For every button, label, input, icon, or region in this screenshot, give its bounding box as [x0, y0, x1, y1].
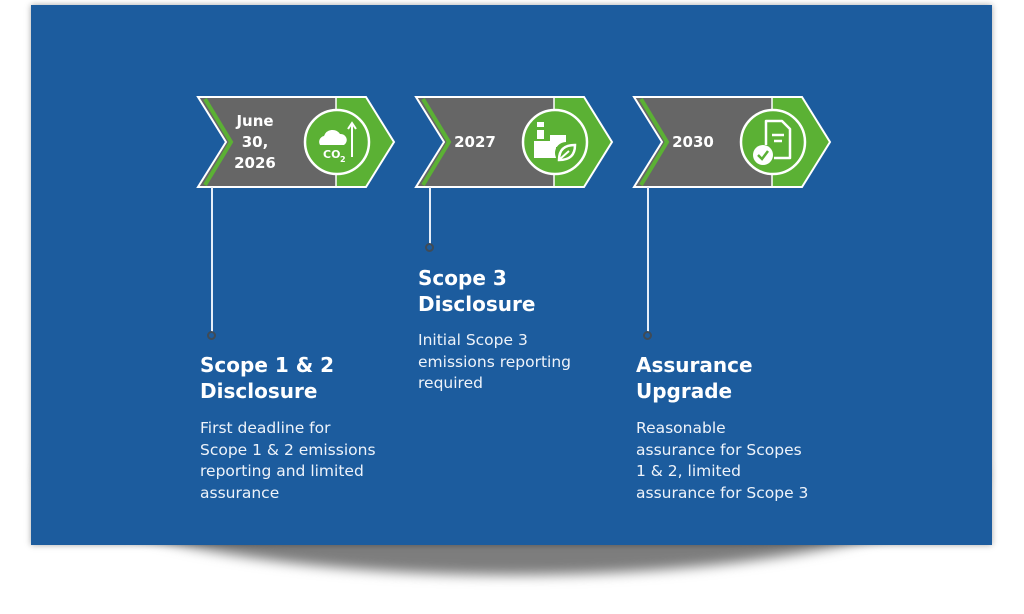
connector-dot — [643, 331, 652, 340]
desc-line: 1 & 2, limited — [636, 462, 741, 480]
date-line: 2027 — [454, 132, 496, 151]
desc-line: required — [418, 374, 483, 392]
co2-emissions-rising-icon: CO 2 — [303, 108, 371, 176]
milestone-date: 2027 — [435, 96, 515, 188]
milestone-title: Scope 3 Disclosure — [418, 265, 638, 317]
connector-line — [647, 187, 649, 333]
timeline-panel — [31, 5, 992, 545]
desc-line: emissions reporting — [418, 352, 572, 371]
connector-dot — [425, 243, 434, 252]
date-line: 2026 — [234, 153, 276, 172]
milestone-description: Reasonable assurance for Scopes 1 & 2, l… — [636, 418, 856, 504]
title-line: Disclosure — [418, 292, 536, 316]
milestone-title: Scope 1 & 2 Disclosure — [200, 352, 420, 404]
desc-line: Initial Scope 3 — [418, 331, 528, 349]
desc-line: Scope 1 & 2 emissions — [200, 440, 376, 459]
desc-line: Reasonable — [636, 419, 726, 437]
date-line: 30, — [241, 132, 269, 151]
title-line: Scope 3 — [418, 266, 507, 290]
title-line: Assurance — [636, 353, 753, 377]
connector-line — [429, 187, 431, 245]
connector-dot — [207, 331, 216, 340]
date-line: June — [236, 111, 274, 130]
desc-line: First deadline for — [200, 419, 331, 437]
svg-text:CO: CO — [323, 148, 340, 161]
desc-line: assurance for Scope 3 — [636, 483, 809, 502]
milestone-date: June 30, 2026 — [215, 96, 295, 188]
desc-line: reporting and limited — [200, 462, 364, 480]
milestone-title: Assurance Upgrade — [636, 352, 856, 404]
connector-line — [211, 187, 213, 333]
svg-text:2: 2 — [340, 155, 346, 164]
factory-leaf-icon — [521, 108, 589, 176]
milestone-description: Initial Scope 3 emissions reporting requ… — [418, 330, 638, 395]
title-line: Disclosure — [200, 379, 318, 403]
document-check-icon — [739, 108, 807, 176]
date-line: 2030 — [672, 132, 714, 151]
title-line: Scope 1 & 2 — [200, 353, 335, 377]
desc-line: assurance for Scopes — [636, 440, 802, 459]
milestone-date: 2030 — [653, 96, 733, 188]
desc-line: assurance — [200, 483, 280, 502]
milestone-description: First deadline for Scope 1 & 2 emissions… — [200, 418, 420, 504]
title-line: Upgrade — [636, 379, 733, 403]
